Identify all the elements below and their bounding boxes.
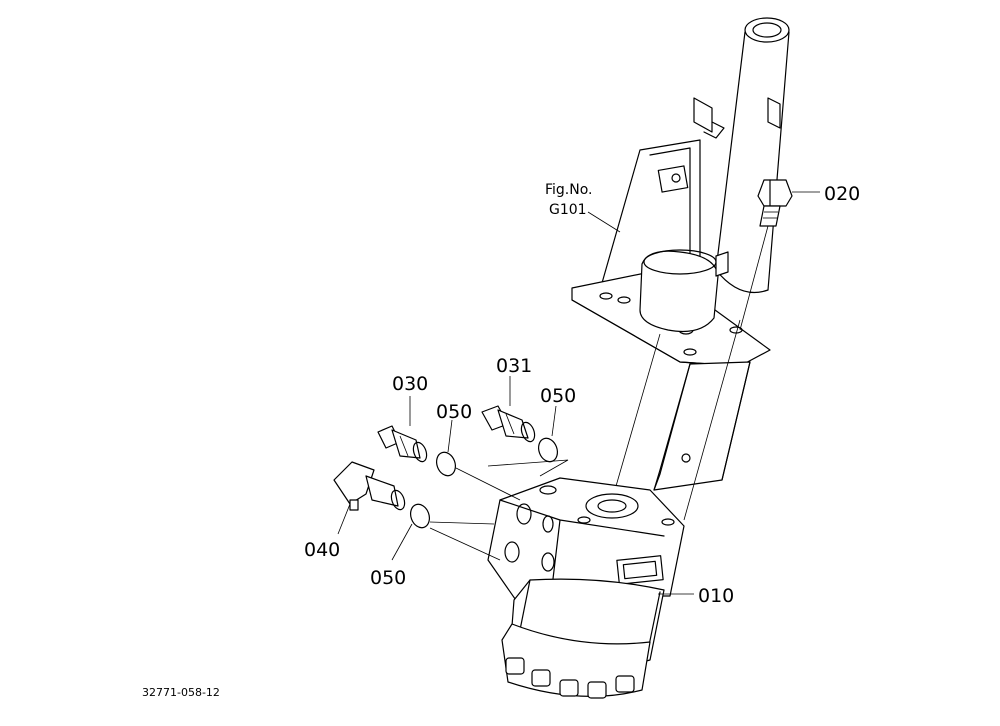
callout-050-b: 050 — [540, 385, 576, 407]
steering-valve-010 — [487, 477, 685, 699]
fitting-031 — [481, 405, 536, 443]
leader-lines — [337, 191, 820, 595]
elbow-fitting-040 — [333, 461, 406, 511]
o-ring-050-c — [409, 503, 431, 529]
callout-010: 010 — [698, 585, 734, 607]
o-ring-050-a — [435, 451, 457, 477]
callout-050-c: 050 — [370, 567, 406, 589]
callout-031: 031 — [496, 355, 532, 377]
figure-ref-line2: G101 — [549, 202, 587, 218]
callout-020: 020 — [824, 183, 860, 205]
callout-050-a: 050 — [436, 401, 472, 423]
callout-030: 030 — [392, 373, 428, 395]
assembly-guide-lines — [429, 459, 569, 561]
steering-column-tube — [715, 17, 790, 294]
lower-column — [611, 319, 751, 521]
mounting-bracket — [571, 97, 781, 367]
o-ring-050-b — [537, 437, 559, 463]
bolt-020 — [739, 179, 793, 331]
fitting-030 — [377, 425, 428, 463]
drawing-code: 32771-058-12 — [142, 686, 220, 699]
figure-ref-line1: Fig.No. — [545, 182, 593, 198]
callout-040: 040 — [304, 539, 340, 561]
